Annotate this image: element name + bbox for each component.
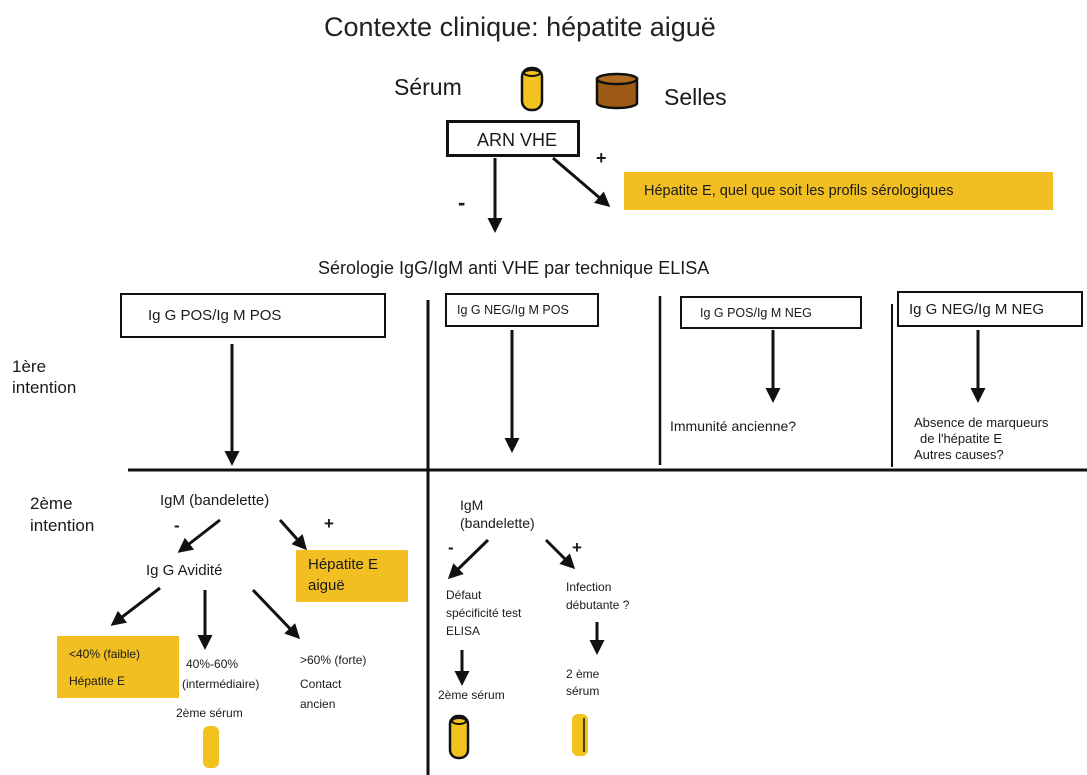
second-intention-label-1: 2ème [30,494,73,513]
avidite-forte-line-3: ancien [300,697,336,711]
selles-label: Selles [664,84,727,110]
profile-igg-pos-igm-pos-label: Ig G POS/Ig M POS [148,307,282,324]
profile-igg-neg-igm-neg-label: Ig G NEG/Ig M NEG [909,301,1045,318]
infection-line-1: Infection [566,580,612,594]
defaut-line-1: Défaut [446,588,482,602]
profile-igg-neg-igm-neg: Ig G NEG/Ig M NEG [897,291,1083,327]
avidite-forte-line-2: Contact [300,677,342,691]
absence-marqueurs-line-3: Autres causes? [914,447,1004,462]
avidite-faible-line-1: <40% (faible) [69,647,141,661]
profile-igg-pos-igm-neg: Ig G POS/Ig M NEG [680,296,862,329]
arrow-arn-plus [552,156,611,207]
left-igm-minus-sign: - [174,516,180,535]
infection-line-4: sérum [566,684,600,698]
right-igm-line-2: (bandelette) [460,515,535,531]
right-igm-plus-sign: + [572,538,582,557]
right-igm-line-1: IgM [460,497,484,513]
immunite-ancienne-label: Immunité ancienne? [670,418,797,434]
profile-igg-pos-igm-pos: Ig G POS/Ig M POS [120,293,386,338]
profile-igg-neg-igm-pos: Ig G NEG/Ig M POS [445,293,599,327]
hepatite-e-any-label: Hépatite E, quel que soit les profils sé… [644,183,954,199]
infection-line-2: débutante ? [566,598,630,612]
arrow-avidite-faible [110,586,161,626]
profile-igg-neg-igm-pos-label: Ig G NEG/Ig M POS [457,303,569,317]
serum-tube-icon [520,66,544,112]
absence-marqueurs-line-1: Absence de marqueurs [914,415,1049,430]
page-title: Contexte clinique: hépatite aiguë [324,12,716,42]
avidite-inter-line-1: 40%-60% [186,657,239,671]
arrow-igm2-plus [544,538,576,570]
arn-vhe-box: ARN VHE [446,120,580,157]
avidite-faible-box: <40% (faible) Hépatite E [57,636,179,698]
infection-line-3: 2 ème [566,667,600,681]
defaut-tube-icon [448,714,470,760]
left-igm-bandelette: IgM (bandelette) [160,492,270,509]
left-tube-icon [203,726,219,768]
first-intention-label-1: 1ère [12,357,47,376]
infection-tube-icon [572,714,588,756]
right-igm-minus-sign: - [448,538,454,557]
avidite-faible-line-2: Hépatite E [69,674,126,688]
selles-container-icon [595,72,639,110]
left-igm-plus-sign: + [324,514,334,533]
arrow-avidite-forte [251,588,301,640]
profile-igg-pos-igm-neg-label: Ig G POS/Ig M NEG [700,306,812,320]
igg-avidite-label: Ig G Avidité [146,562,223,579]
hepatite-e-any-profile: Hépatite E, quel que soit les profils sé… [624,172,1053,210]
serologie-label: Sérologie IgG/IgM anti VHE par technique… [318,258,710,278]
hepatite-e-aigue-box: Hépatite E aiguë [296,550,408,602]
hepatite-e-aigue-line-1: Hépatite E [308,556,379,573]
absence-marqueurs-line-2: de l'hépatite E [920,431,1002,446]
first-intention-label-2: intention [12,378,77,397]
arrow-igm-minus [177,518,221,553]
arn-vhe-label: ARN VHE [477,130,558,150]
hepatite-e-aigue-line-2: aiguë [308,577,345,594]
arn-plus-sign: + [596,148,607,168]
serum-label: Sérum [394,74,462,100]
arrow-igm2-minus [447,538,490,580]
avidite-inter-line-3: 2ème sérum [176,706,243,720]
arrow-igm-plus [278,519,307,551]
defaut-line-4: 2ème sérum [438,688,505,702]
avidite-inter-line-2: (intermédiaire) [182,677,260,691]
avidite-forte-line-1: >60% (forte) [300,653,367,667]
defaut-line-2: spécificité test [446,606,522,620]
defaut-line-3: ELISA [446,624,481,638]
second-intention-label-2: intention [30,516,95,535]
arn-minus-sign: - [458,190,466,215]
